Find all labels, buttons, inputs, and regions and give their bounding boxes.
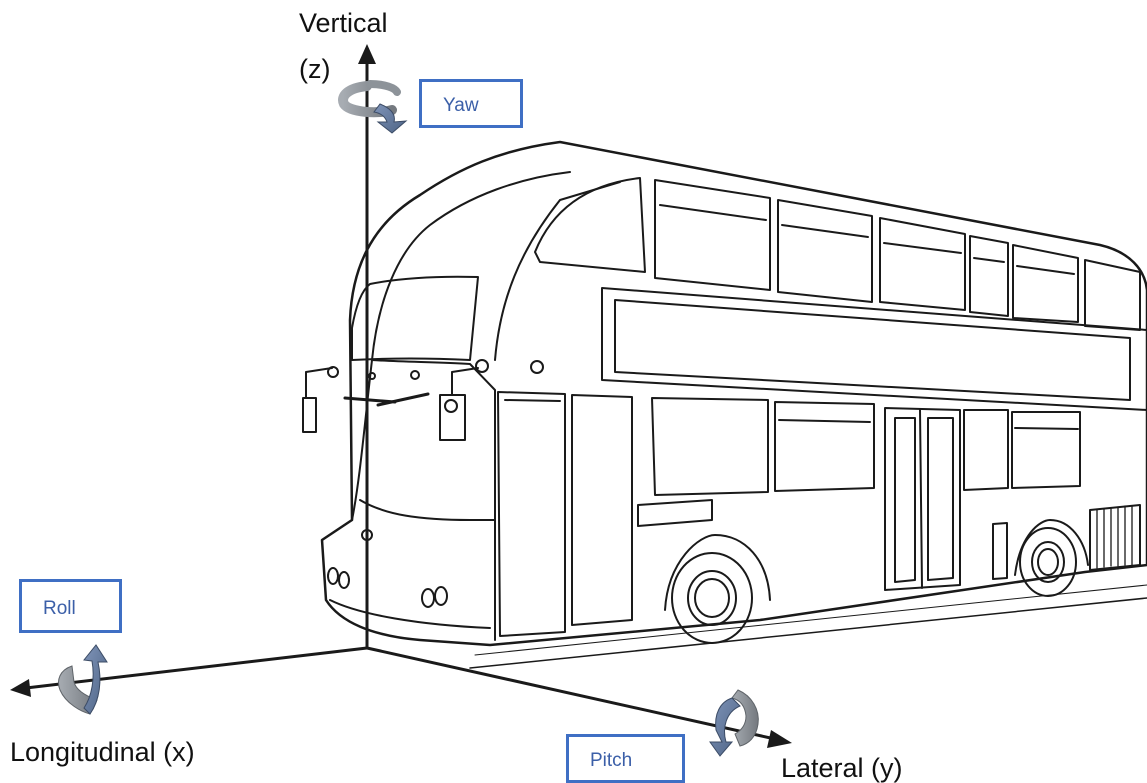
yaw-label: Yaw [443, 95, 479, 116]
axes [10, 44, 792, 748]
lateral-axis-label: Lateral (y) [781, 753, 903, 783]
longitudinal-axis-label: Longitudinal (x) [10, 737, 195, 767]
pitch-rotation-arrow-icon [709, 689, 759, 757]
roll-rotation-arrow-icon [58, 644, 108, 715]
lateral-axis-line [366, 646, 776, 741]
roll-label-box: Roll [19, 579, 122, 633]
longitudinal-axis-line [25, 646, 368, 690]
pitch-label-box: Pitch [566, 734, 685, 783]
pitch-label: Pitch [590, 750, 633, 771]
lateral-axis-arrowhead [767, 730, 792, 748]
yaw-label-box: Yaw [419, 79, 523, 128]
roll-label: Roll [43, 598, 76, 619]
bus-illustration [302, 140, 1147, 669]
vertical-axis-label: Vertical [299, 8, 388, 38]
vertical-axis-arrowhead [358, 44, 376, 64]
longitudinal-axis-arrowhead [10, 679, 31, 697]
vertical-axis-symbol: (z) [299, 54, 331, 84]
yaw-rotation-arrow-icon [338, 80, 408, 134]
